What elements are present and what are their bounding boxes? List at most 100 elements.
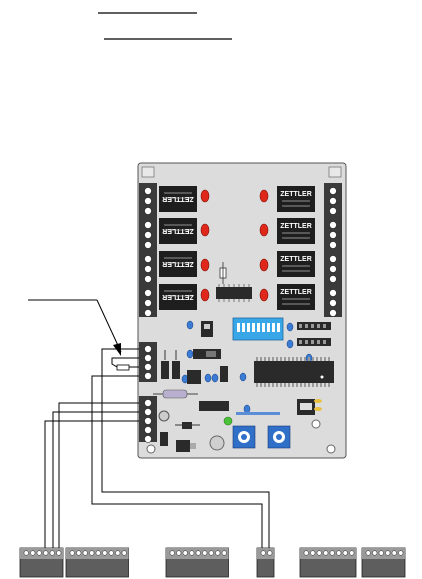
buzzer	[158, 410, 170, 422]
potentiometer	[209, 435, 225, 451]
capacitor	[243, 404, 251, 414]
left-relay-terminal-block	[139, 183, 157, 317]
relay	[277, 284, 315, 310]
wires	[44, 348, 270, 548]
transistor	[187, 370, 201, 384]
microcontroller	[254, 357, 334, 387]
terminal-screw	[336, 550, 342, 556]
capacitor	[186, 320, 194, 330]
input-terminal-block-lower	[139, 396, 157, 443]
relay	[277, 251, 315, 277]
led	[259, 288, 269, 302]
relay	[159, 251, 197, 277]
terminal-screw	[267, 550, 273, 556]
terminal-screw	[372, 550, 378, 556]
terminal-screw	[202, 550, 208, 556]
capacitor	[239, 372, 247, 382]
terminal-screw	[310, 550, 316, 556]
terminal-screw	[95, 550, 101, 556]
transistor	[220, 366, 228, 382]
terminal-screw	[36, 550, 42, 556]
leader-arrow-line	[96, 299, 122, 353]
led	[200, 288, 210, 302]
terminal-screw	[221, 550, 227, 556]
terminal-screw	[30, 550, 36, 556]
rotary-switch	[267, 425, 291, 449]
jumper-bar	[236, 412, 280, 415]
relay-brand: ZETTLER	[280, 256, 312, 263]
wire	[58, 402, 139, 548]
bottom-connector-row	[19, 547, 406, 578]
terminal-screw	[342, 550, 348, 556]
wire	[111, 357, 139, 368]
mount-tab	[141, 166, 155, 178]
voltage-regulator	[176, 440, 190, 452]
power-led	[223, 416, 233, 426]
terminal-screw	[23, 550, 29, 556]
test-point	[311, 419, 321, 429]
capacitor	[286, 339, 294, 349]
terminal-screw	[49, 550, 55, 556]
terminal-connector	[65, 547, 129, 578]
terminal-screw	[195, 550, 201, 556]
wire	[101, 348, 270, 548]
terminal-screw	[182, 550, 188, 556]
header-connector	[297, 322, 331, 346]
wire-resistor	[116, 364, 130, 371]
capacitor	[286, 322, 294, 332]
right-relay-terminal-block	[324, 183, 342, 317]
terminal-screw	[303, 550, 309, 556]
terminal-screw	[76, 550, 82, 556]
relay	[159, 218, 197, 244]
terminal-screw	[89, 550, 95, 556]
terminal-screw	[378, 550, 384, 556]
wire	[44, 420, 139, 548]
terminal-screw	[43, 550, 49, 556]
terminal-connector	[299, 547, 357, 578]
terminal-connector	[165, 547, 229, 578]
terminal-screw	[329, 550, 335, 556]
terminal-screw	[176, 550, 182, 556]
wire	[52, 411, 139, 548]
terminal-screw	[121, 550, 127, 556]
terminal-screw	[385, 550, 391, 556]
optocoupler-ic	[199, 401, 229, 411]
terminal-screw	[316, 550, 322, 556]
transistor	[161, 361, 169, 379]
driver-ic	[216, 284, 252, 302]
terminal-screw	[108, 550, 114, 556]
relay-brand: ZETTLER	[280, 191, 312, 198]
terminal-screw	[115, 550, 121, 556]
terminal-connector	[361, 547, 406, 578]
relay-brand: ZETTLER	[162, 260, 194, 267]
capacitor	[186, 349, 194, 359]
led	[259, 258, 269, 272]
terminal-screw	[56, 550, 62, 556]
relay-brand: ZETTLER	[162, 227, 194, 234]
dip-switch	[232, 317, 284, 341]
capacitor	[204, 373, 212, 383]
terminal-connector	[19, 547, 64, 578]
mount-tab	[328, 166, 342, 178]
relay	[159, 284, 197, 310]
terminal-screw	[169, 550, 175, 556]
input-terminal-block-upper	[139, 342, 157, 382]
transistor	[172, 361, 180, 379]
terminal-screw	[82, 550, 88, 556]
relay-brand: ZETTLER	[162, 195, 194, 202]
relay	[277, 218, 315, 244]
terminal-screw	[260, 550, 266, 556]
relay-brand: ZETTLER	[162, 293, 194, 300]
led	[200, 258, 210, 272]
led	[259, 223, 269, 237]
capacitor	[211, 373, 219, 383]
led	[200, 189, 210, 203]
terminal-screw	[398, 550, 404, 556]
led	[259, 189, 269, 203]
controller-board: ZETTLER ZETTLER ZETTLER ZETTLER ZETTLER …	[137, 162, 347, 459]
led	[200, 223, 210, 237]
mounting-hole	[146, 444, 156, 454]
left-relays: ZETTLER ZETTLER ZETTLER ZETTLER	[159, 186, 197, 310]
yellow-cap	[314, 407, 322, 411]
